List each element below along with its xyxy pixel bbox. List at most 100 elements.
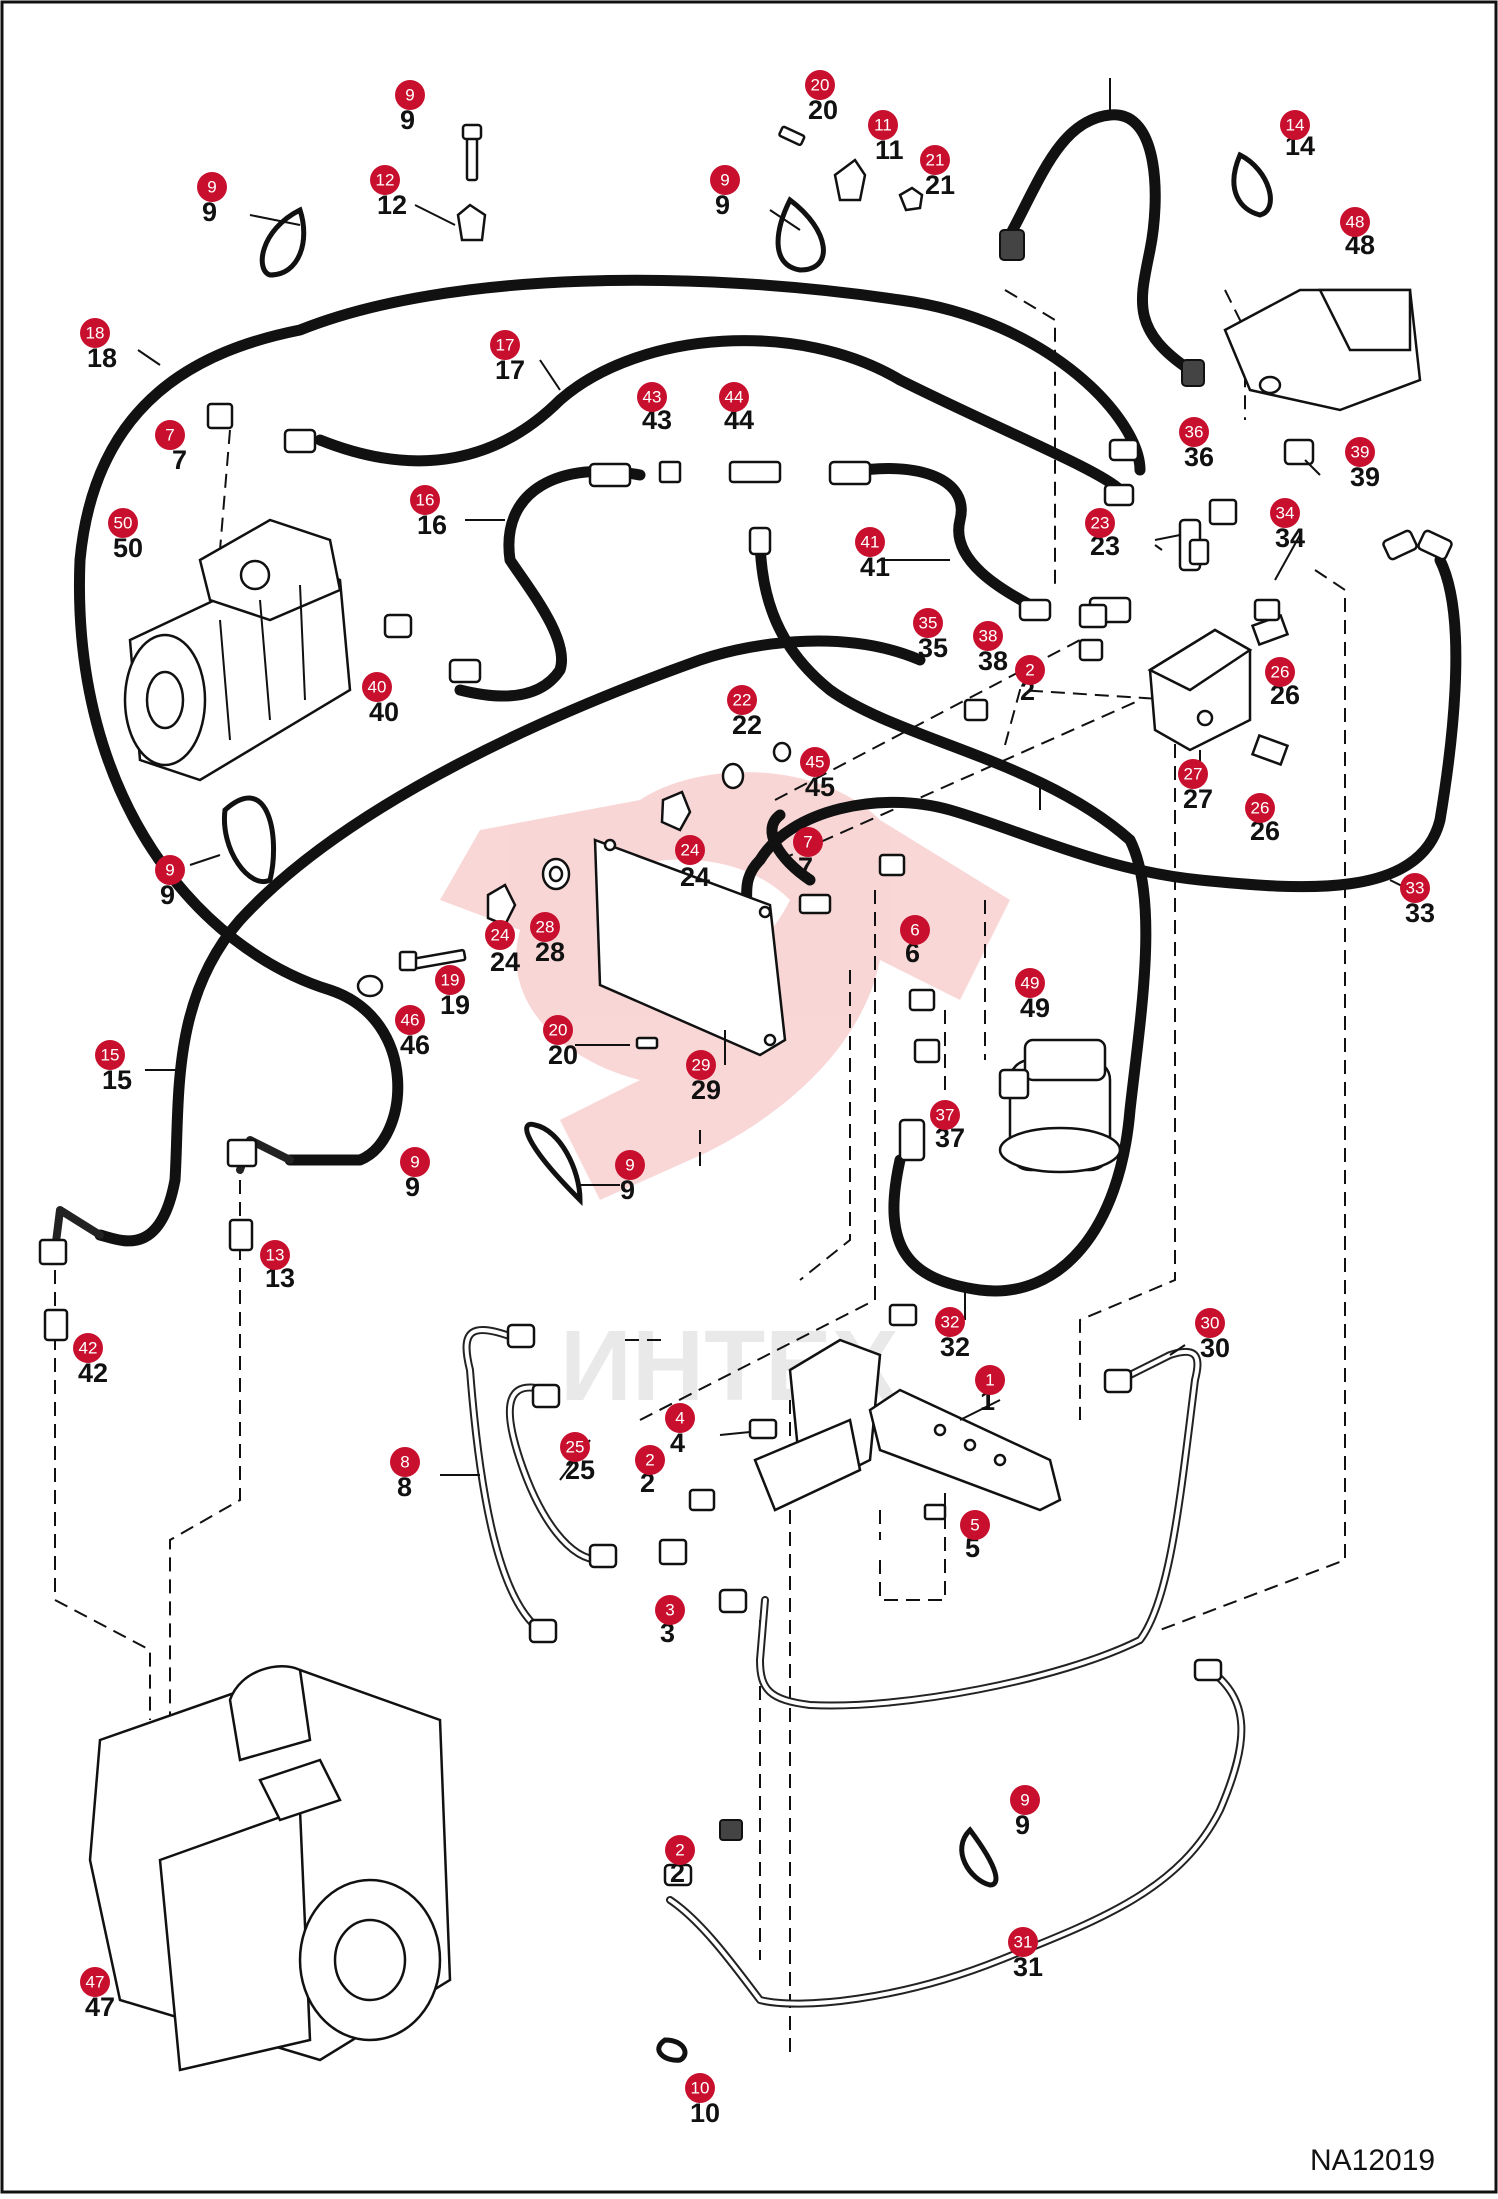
fitting bbox=[283, 428, 317, 454]
callout-badge bbox=[530, 912, 560, 942]
callout-badge bbox=[80, 1967, 110, 1997]
pedal-hole bbox=[993, 1453, 1007, 1467]
callout-badge bbox=[655, 1595, 685, 1625]
callout-badge-number: 26 bbox=[1251, 799, 1270, 818]
callout-number: 8 bbox=[397, 1472, 412, 1502]
callout-number: 9 bbox=[715, 190, 730, 220]
clamp-9 bbox=[221, 795, 277, 885]
fitting-40 bbox=[383, 613, 413, 639]
callout-badge bbox=[855, 527, 885, 557]
bolt-head bbox=[461, 123, 483, 141]
trans-hub bbox=[333, 1918, 407, 2002]
dash-line bbox=[1079, 700, 1176, 1420]
callout-9: 99 bbox=[395, 80, 425, 135]
callout-badge-number: 43 bbox=[643, 388, 662, 407]
leader bbox=[539, 359, 561, 391]
callout-badge-number: 18 bbox=[86, 324, 105, 343]
callout-4: 44 bbox=[665, 1403, 695, 1458]
leader bbox=[1154, 534, 1181, 541]
leader bbox=[719, 1431, 751, 1436]
pedal bbox=[868, 1388, 1062, 1512]
callout-1: 11 bbox=[975, 1365, 1005, 1416]
callout-badge-number: 24 bbox=[491, 926, 510, 945]
callout-3: 33 bbox=[655, 1595, 685, 1648]
diagram-code: NA12019 bbox=[1310, 2144, 1435, 2177]
tube-15-end bbox=[51, 1206, 104, 1254]
washer-28-hole bbox=[548, 865, 564, 883]
callout-badge bbox=[543, 1015, 573, 1045]
callout-9: 99 bbox=[197, 172, 227, 227]
callout-number: 17 bbox=[495, 355, 525, 385]
bolt-20b bbox=[635, 1036, 659, 1050]
leader bbox=[249, 214, 301, 226]
hardware bbox=[221, 123, 1273, 2063]
callout-badge bbox=[635, 1445, 665, 1475]
callout-badge bbox=[95, 1040, 125, 1070]
callout-number: 34 bbox=[1275, 523, 1305, 553]
hose-7 bbox=[766, 809, 816, 886]
callout-badge-number: 2 bbox=[645, 1451, 654, 1470]
callout-badge-number: 36 bbox=[1185, 423, 1204, 442]
callout-9: 99 bbox=[1010, 1785, 1040, 1840]
callout-badge bbox=[1280, 110, 1310, 140]
callout-number: 33 bbox=[1405, 898, 1435, 928]
callout-badge-number: 39 bbox=[1351, 443, 1370, 462]
callout-number: 3 bbox=[660, 1618, 675, 1648]
callout-badge bbox=[560, 1432, 590, 1462]
callout-2: 22 bbox=[1015, 655, 1045, 706]
dash-line bbox=[1159, 569, 1346, 1631]
callout-number: 42 bbox=[78, 1358, 108, 1388]
callout-badge-number: 26 bbox=[1271, 663, 1290, 682]
pump-shaft bbox=[145, 670, 185, 730]
callout-number: 27 bbox=[1183, 784, 1213, 814]
dash-line bbox=[169, 1180, 241, 1740]
callouts: 1122222233445566777788999999999999991010… bbox=[73, 70, 1435, 2128]
callout-badge-number: 1 bbox=[985, 1371, 994, 1390]
callout-badge-number: 32 bbox=[941, 1313, 960, 1332]
callout-number: 20 bbox=[808, 95, 838, 125]
fitting bbox=[1108, 438, 1140, 462]
mount-hole bbox=[1258, 375, 1282, 395]
callout-badge bbox=[1245, 793, 1275, 823]
callout-badge-number: 20 bbox=[811, 76, 830, 95]
callout-badge bbox=[686, 1050, 716, 1080]
fitting bbox=[798, 893, 832, 915]
washer-22 bbox=[721, 762, 745, 790]
callout-badge bbox=[1085, 508, 1115, 538]
tube-8-inner bbox=[464, 1328, 542, 1632]
callout-number: 22 bbox=[732, 710, 762, 740]
clamp-9 bbox=[259, 206, 307, 278]
callout-badge-number: 45 bbox=[806, 753, 825, 772]
pump-rib bbox=[219, 619, 231, 741]
fittings bbox=[38, 229, 1453, 1887]
callout-number: 46 bbox=[400, 1030, 430, 1060]
callout-badge bbox=[805, 70, 835, 100]
callout-badge-number: 9 bbox=[165, 861, 174, 880]
tube-25-inner bbox=[507, 1385, 602, 1562]
callout-badge-number: 9 bbox=[625, 1156, 634, 1175]
dash-line bbox=[54, 1270, 151, 1720]
fitting-35 bbox=[963, 698, 989, 722]
callout-badge bbox=[665, 1403, 695, 1433]
callout-badge-number: 5 bbox=[970, 1516, 979, 1535]
trans-label bbox=[258, 1758, 342, 1822]
dash-line bbox=[639, 890, 876, 1421]
bolt-head-19 bbox=[398, 950, 418, 972]
callout-number: 24 bbox=[680, 862, 710, 892]
callout-badge bbox=[395, 80, 425, 110]
callout-badge-number: 35 bbox=[919, 614, 938, 633]
